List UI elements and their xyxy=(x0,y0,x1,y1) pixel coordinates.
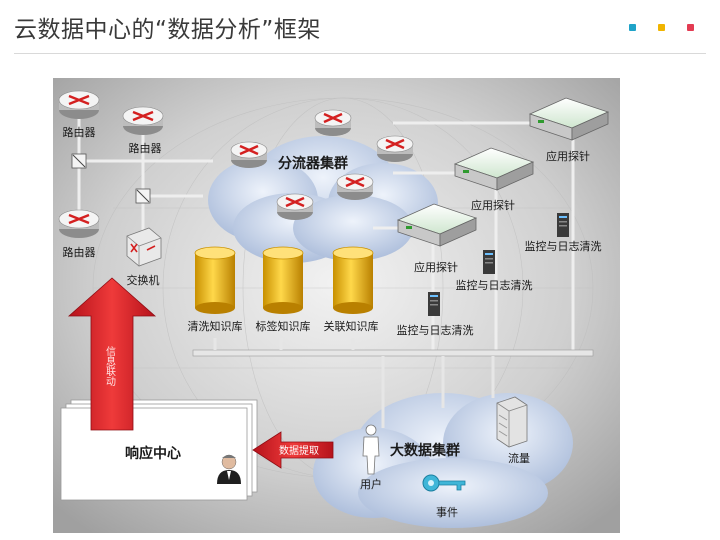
data-extract-label: 数据提取 xyxy=(279,444,319,457)
dot-red xyxy=(687,24,694,31)
router-label-2: 路由器 xyxy=(129,141,162,155)
app-probe-label-3: 应用探针 xyxy=(414,260,458,274)
bus-drops xyxy=(213,338,495,428)
user-label: 用户 xyxy=(360,477,382,491)
router-label-1: 路由器 xyxy=(63,125,96,139)
app-probe-label-2: 应用探针 xyxy=(471,198,515,212)
storage-stack-icon xyxy=(496,396,528,448)
architecture-diagram: 路由器 路由器 路由器 交换机 xyxy=(53,78,620,533)
splitter-router-icons xyxy=(230,109,414,220)
alert-link-arrow xyxy=(67,277,157,431)
monitor-label-2: 监控与日志清洗 xyxy=(456,278,533,292)
monitor-label-3: 监控与日志清洗 xyxy=(397,323,474,337)
database-cylinder-icon xyxy=(332,246,374,314)
app-probe-icon xyxy=(528,97,610,141)
database-cylinder-icon xyxy=(262,246,304,314)
operator-avatar-icon xyxy=(217,454,241,484)
dot-blue xyxy=(629,24,636,31)
app-probe-icon xyxy=(396,203,478,247)
network-links xyxy=(77,114,575,353)
data-extract-arrow xyxy=(252,431,334,469)
splitter-cluster-label: 分流器集群 xyxy=(278,155,348,172)
server-tower-icon xyxy=(483,250,495,274)
server-tower-icon xyxy=(428,292,440,316)
switch-icon xyxy=(126,227,162,267)
diagram-canvas: 路由器 路由器 路由器 交换机 xyxy=(53,78,620,533)
app-probe-label-1: 应用探针 xyxy=(546,149,590,163)
traffic-label: 流量 xyxy=(508,451,530,465)
key-icon xyxy=(422,474,466,492)
kb-label-2: 标签知识库 xyxy=(256,319,311,333)
data-bus xyxy=(192,349,594,357)
kb-label-3: 关联知识库 xyxy=(324,319,379,333)
user-figure-icon xyxy=(362,424,380,475)
app-probe-icon xyxy=(453,147,535,191)
monitor-label-1: 监控与日志清洗 xyxy=(525,239,602,253)
router-icon xyxy=(58,209,100,238)
server-tower-icon xyxy=(557,213,569,237)
response-center-label: 响应中心 xyxy=(125,445,181,462)
decorative-dots xyxy=(629,24,694,31)
router-label-3: 路由器 xyxy=(63,245,96,259)
router-icon xyxy=(122,106,164,135)
database-cylinder-icon xyxy=(194,246,236,314)
router-icon xyxy=(58,90,100,119)
alert-link-label: 信息联动 xyxy=(104,346,116,387)
dot-yellow xyxy=(658,24,665,31)
page-title: 云数据中心的“数据分析”框架 xyxy=(14,17,321,43)
event-label: 事件 xyxy=(436,506,458,519)
big-data-cluster-label: 大数据集群 xyxy=(390,442,460,459)
kb-label-1: 清洗知识库 xyxy=(188,319,243,333)
header-divider xyxy=(14,53,706,54)
switch-label: 交换机 xyxy=(127,273,160,287)
